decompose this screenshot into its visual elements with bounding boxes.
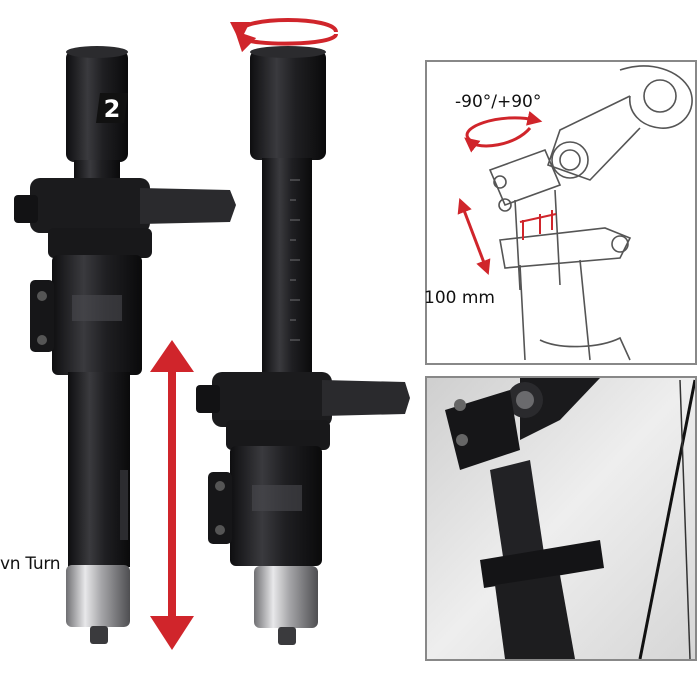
- inset-diagram-frame: [425, 60, 697, 365]
- inset-photo-frame: [425, 376, 697, 661]
- inset-line-drawing: [488, 65, 693, 361]
- rotate-arrow-icon: [230, 18, 338, 53]
- rotation-range-label: -90°/+90°: [455, 92, 542, 112]
- inset-photo: [427, 378, 697, 660]
- height-travel-label: 100 mm: [424, 288, 495, 308]
- stem-extender-left: [14, 46, 236, 644]
- inset-travel-arrow-icon: [457, 197, 491, 276]
- inset-red-marks: [519, 210, 557, 240]
- height-arrow-icon: [150, 340, 194, 650]
- badge-number: 2: [104, 95, 121, 123]
- step-badge: 2: [96, 93, 128, 123]
- inset-rotate-arrow-icon: [464, 111, 543, 153]
- turn-caption: vn Turn: [0, 554, 61, 574]
- stem-extender-right: [196, 46, 410, 645]
